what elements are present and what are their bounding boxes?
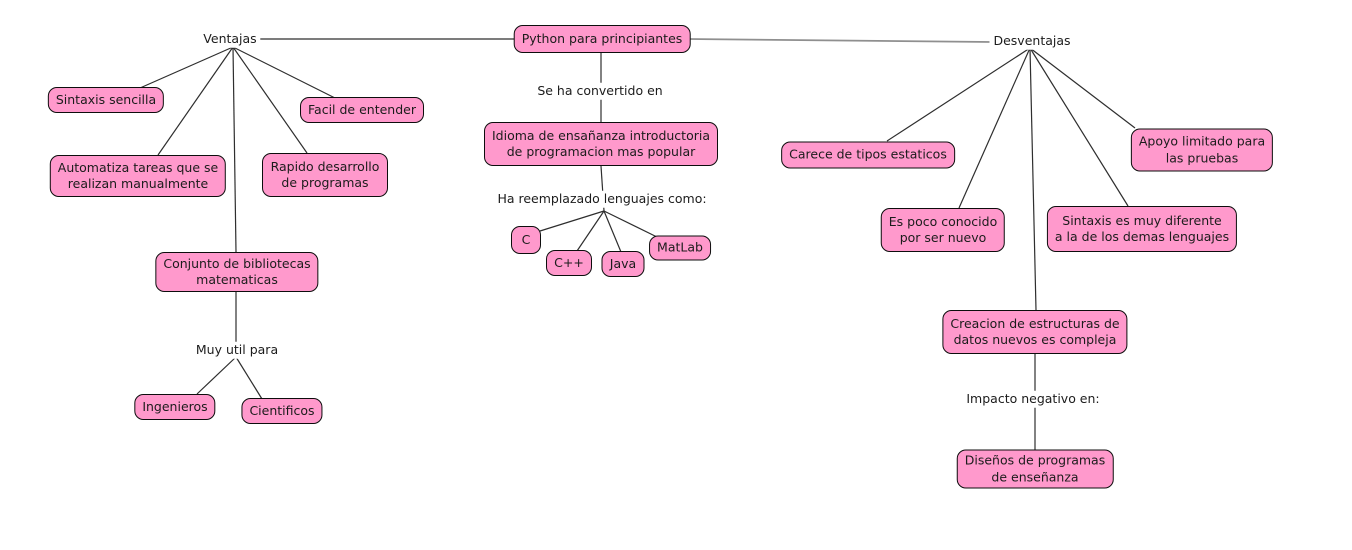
concept-node-apoyo-limitado[interactable]: Apoyo limitado para las pruebas <box>1130 128 1274 172</box>
linking-phrase-se-ha-convertido[interactable]: Se ha convertido en <box>533 82 667 100</box>
concept-node-automatiza-tareas[interactable]: Automatiza tareas que se realizan manual… <box>49 155 227 197</box>
edge-desventajas-to-carece <box>886 47 1031 142</box>
edge-junction-to-cpp <box>576 210 605 252</box>
edge-ventajas-to-facil-de-entender <box>232 46 336 99</box>
concept-node-lang-c[interactable]: C <box>511 226 541 254</box>
edge-desventajas-to-apoyo <box>1029 47 1136 129</box>
concept-node-rapido-desarrollo[interactable]: Rapido desarrollo de programas <box>262 153 388 197</box>
edge-muy-util-to-ingenieros <box>196 356 237 395</box>
concept-node-sintaxis-sencilla[interactable]: Sintaxis sencilla <box>47 87 165 113</box>
linking-phrase-ventajas[interactable]: Ventajas <box>199 30 261 48</box>
edge-ventajas-to-sintaxis-sencilla <box>139 46 234 89</box>
edge-python-to-desventajas <box>687 38 993 43</box>
concept-node-ingenieros[interactable]: Ingenieros <box>134 394 216 420</box>
edge-ventajas-to-automatiza <box>157 46 234 156</box>
concept-node-lang-cpp[interactable]: C++ <box>546 250 592 276</box>
edge-ventajas-to-conjunto <box>232 46 237 253</box>
linking-phrase-impacto-negativo[interactable]: Impacto negativo en: <box>962 390 1104 408</box>
concept-node-idioma-ensananza[interactable]: Idioma de ensañanza introductoria de pro… <box>484 122 718 166</box>
linking-phrase-muy-util-para[interactable]: Muy util para <box>191 341 283 359</box>
concept-node-python-root[interactable]: Python para principiantes <box>513 25 691 53</box>
edge-desventajas-to-sintaxis-diferente <box>1029 47 1129 207</box>
linking-phrase-desventajas[interactable]: Desventajas <box>989 32 1075 50</box>
concept-node-cientificos[interactable]: Cientificos <box>241 398 323 424</box>
edge-junction-to-c <box>539 210 605 232</box>
edge-desventajas-to-creacion <box>1029 47 1037 311</box>
linking-phrase-ha-reemplazado[interactable]: Ha reemplazado lenguajes como: <box>493 190 711 208</box>
concept-node-facil-de-entender[interactable]: Facil de entender <box>300 97 424 123</box>
concept-node-lang-java[interactable]: Java <box>601 251 645 277</box>
concept-node-conjunto-bibliotecas[interactable]: Conjunto de bibliotecas matematicas <box>155 252 319 292</box>
concept-node-disenos-programas[interactable]: Diseños de programas de enseñanza <box>956 449 1114 489</box>
concept-node-creacion-estructuras[interactable]: Creacion de estructuras de datos nuevos … <box>942 310 1128 354</box>
edge-muy-util-to-cientificos <box>235 356 263 400</box>
concept-node-es-poco-conocido[interactable]: Es poco conocido por ser nuevo <box>880 208 1006 252</box>
edge-junction-to-matlab <box>603 210 658 238</box>
concept-node-carece-tipos[interactable]: Carece de tipos estaticos <box>781 141 955 169</box>
edge-ventajas-to-rapido <box>232 46 308 154</box>
edge-junction-to-java <box>603 210 622 253</box>
concept-node-sintaxis-diferente[interactable]: Sintaxis es muy diferente a la de los de… <box>1046 206 1238 252</box>
concept-node-lang-matlab[interactable]: MatLab <box>649 235 711 261</box>
edge-desventajas-to-es-poco <box>958 47 1031 209</box>
